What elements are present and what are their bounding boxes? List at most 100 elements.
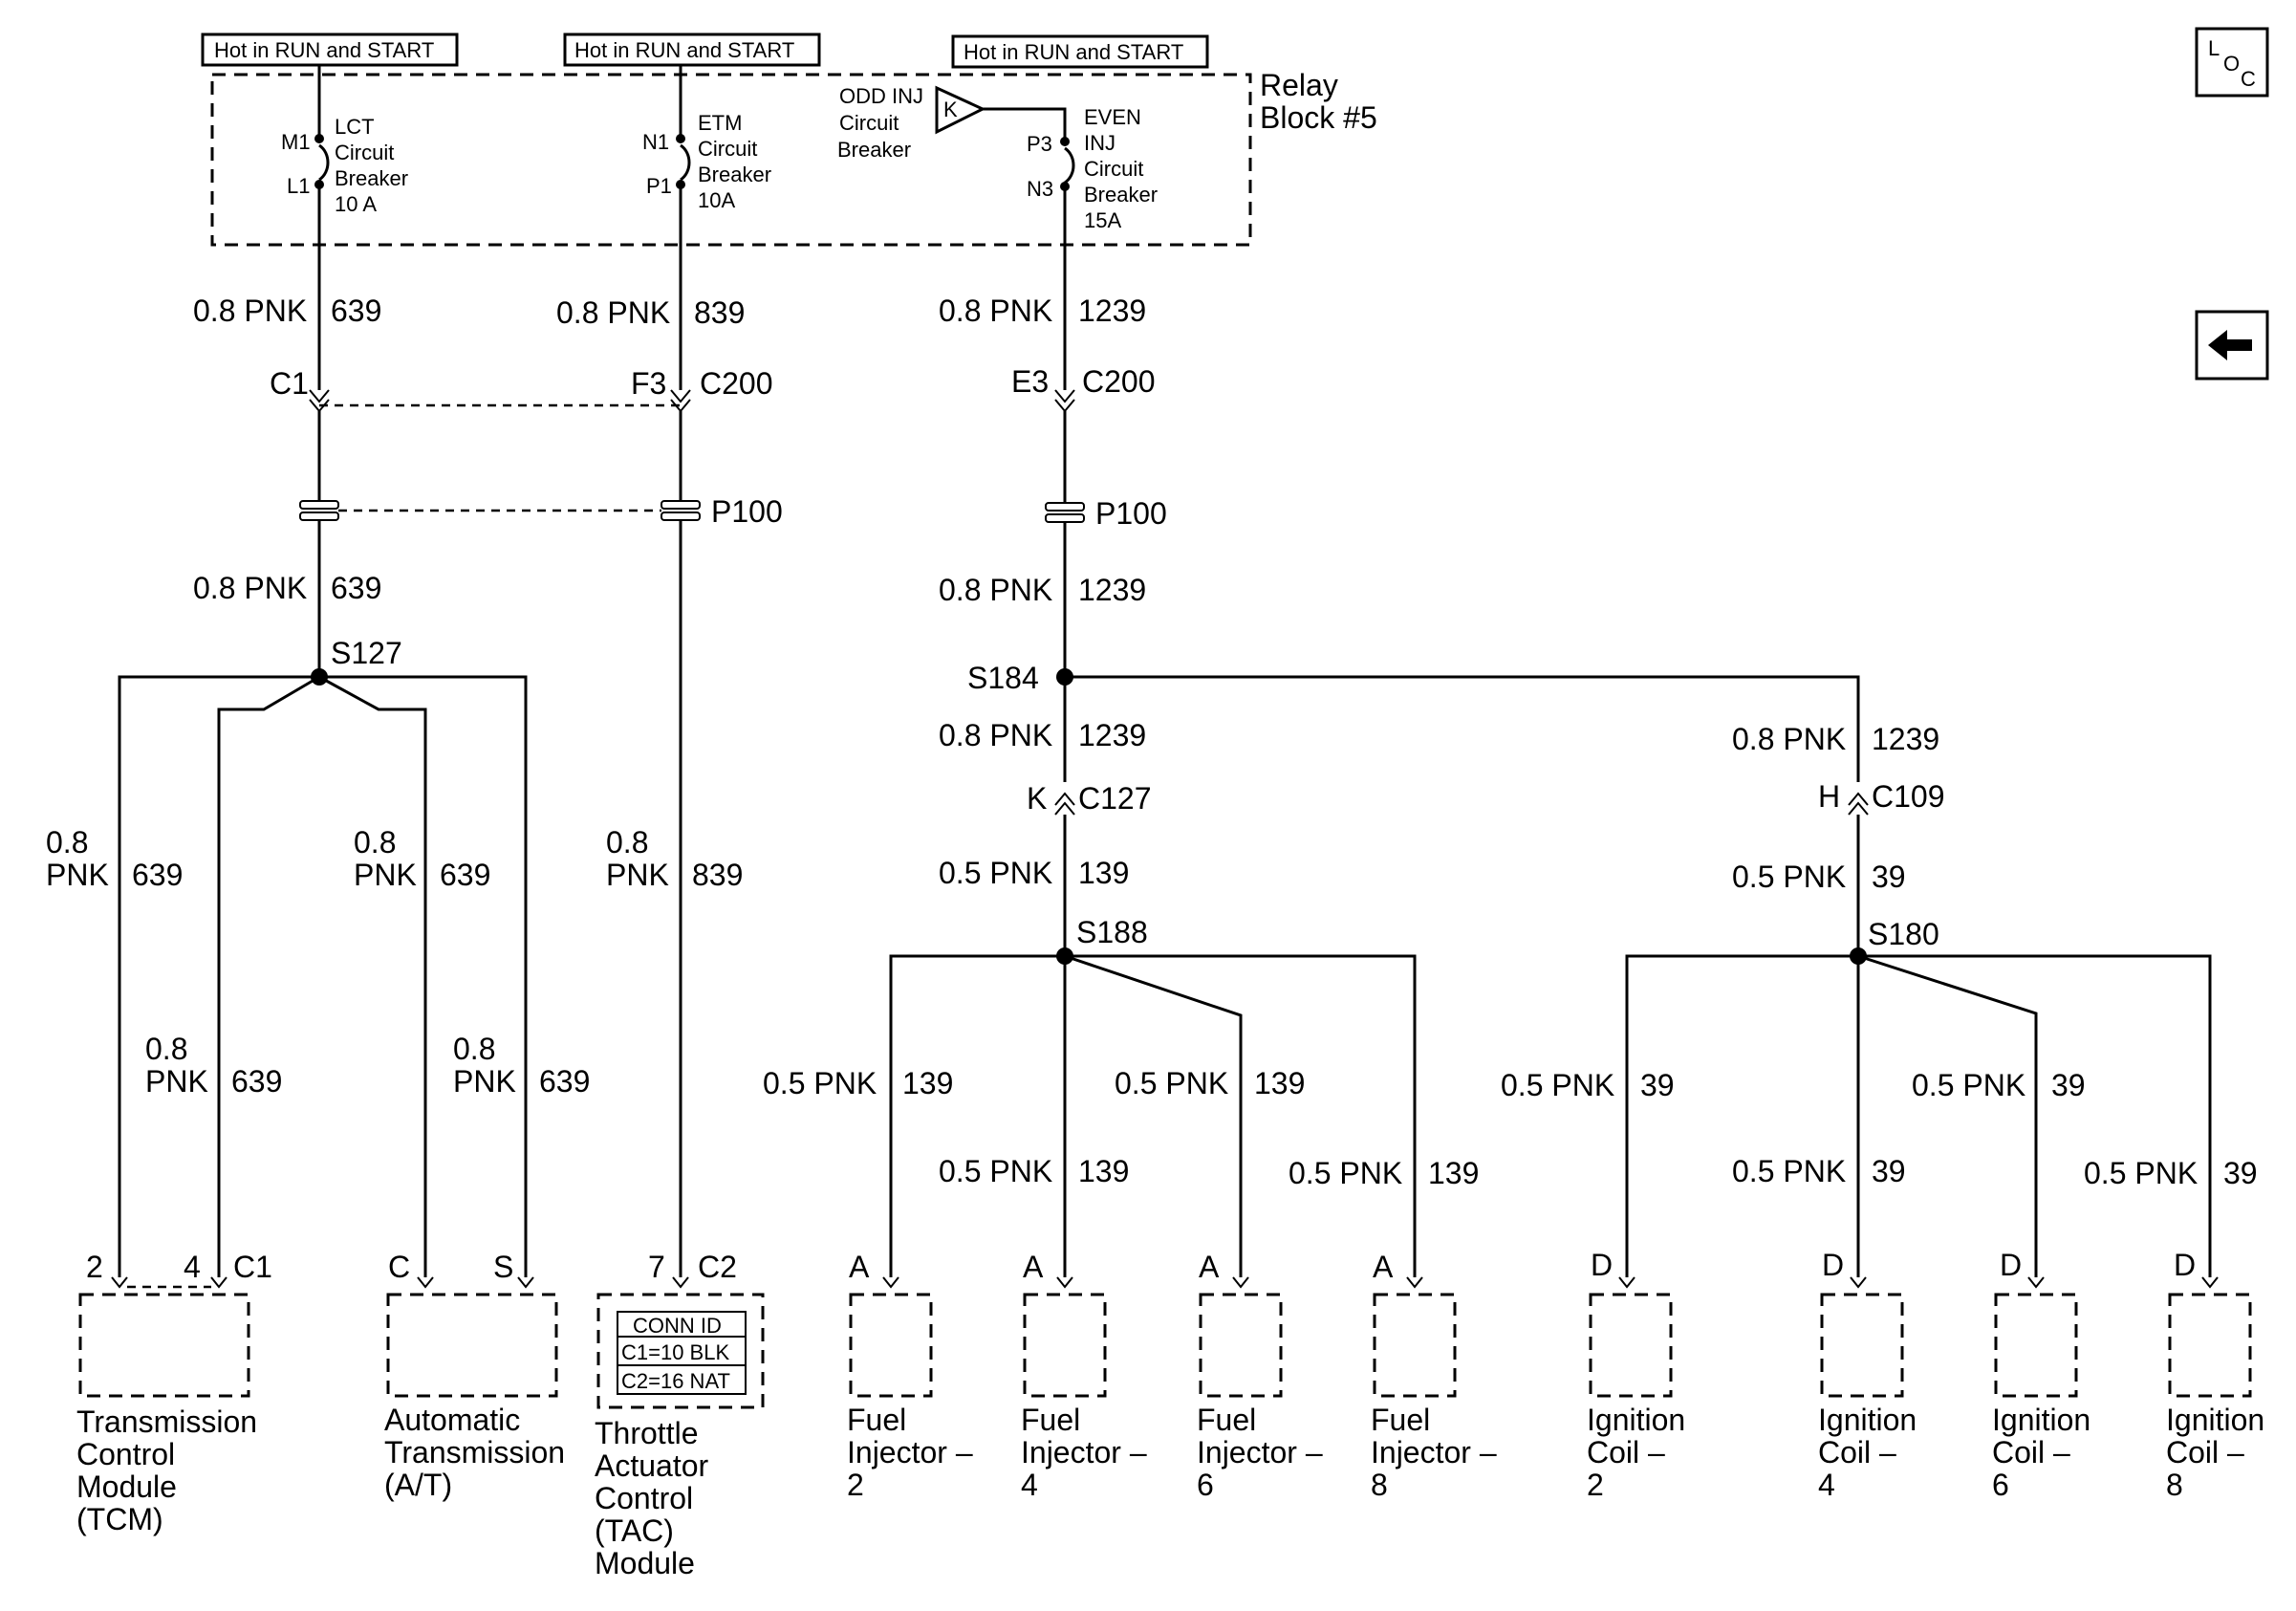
wire-circuit: 1239 <box>1872 722 1939 756</box>
tcm-name-1: Transmission <box>76 1404 257 1439</box>
wire-circuit: 39 <box>1872 1154 1906 1188</box>
etm-circuit-breaker: N1 P1 ETM Circuit Breaker 10A <box>642 65 771 212</box>
coil-name-1: Ignition <box>2166 1403 2264 1437</box>
coil-pin: D <box>2000 1248 2022 1282</box>
coil-name-1: Ignition <box>1992 1403 2090 1437</box>
p100-label: P100 <box>1095 496 1167 531</box>
svg-text:L: L <box>2208 36 2220 60</box>
even-pin-out: N3 <box>1027 177 1053 201</box>
coil-name-2: Coil – <box>1587 1435 1665 1469</box>
odd-name-2: Circuit <box>839 111 899 135</box>
wire-label: 0.5 PNK <box>1732 1154 1846 1188</box>
wire-label: 0.8 PNK <box>193 571 307 605</box>
wire-circuit: 639 <box>231 1064 282 1099</box>
ignition-coil-4: D Ignition Coil – 4 <box>1818 1248 1917 1502</box>
tcm-component: 2 4 C1 Transmission Control Module (TCM) <box>76 1250 272 1536</box>
wire-circuit: 139 <box>1254 1066 1305 1100</box>
wire-circuit: 639 <box>331 294 381 328</box>
splice-s127-label: S127 <box>331 636 402 670</box>
wire-label: 0.5 PNK <box>1115 1066 1228 1100</box>
conn-id-table <box>617 1311 747 1395</box>
tcm-pin-2: 2 <box>86 1250 103 1284</box>
wire-label: 0.8 PNK <box>939 294 1052 328</box>
wire-circuit: 1239 <box>1078 573 1146 607</box>
connector-f3 <box>670 389 691 413</box>
odd-ref: K <box>943 98 958 121</box>
tcm-name-2: Control <box>76 1437 175 1471</box>
injector-name-1: Fuel <box>1021 1403 1080 1437</box>
wire-circuit: 1239 <box>1078 718 1146 752</box>
injector-pin: A <box>1023 1250 1044 1284</box>
wire-circuit: 139 <box>1078 856 1129 890</box>
connector-c109 <box>1848 792 1869 816</box>
tcm-connector-c1: C1 <box>233 1250 272 1284</box>
wire-circuit: 639 <box>539 1064 590 1099</box>
wire-label-split-2: PNK <box>453 1064 516 1099</box>
etm-name-4: 10A <box>698 188 735 212</box>
connector-c200-label: C200 <box>1082 364 1156 399</box>
hot-label-3: Hot in RUN and START <box>951 34 1209 69</box>
even-name-1: EVEN <box>1084 105 1141 129</box>
connector-c127-label: C127 <box>1078 781 1152 816</box>
svg-text:C: C <box>2241 67 2256 91</box>
even-name-2: INJ <box>1084 131 1116 155</box>
wire-label: 0.5 PNK <box>763 1066 877 1100</box>
automatic-transmission-component: C S Automatic Transmission (A/T) <box>384 1250 565 1502</box>
injector-name-1: Fuel <box>1197 1403 1256 1437</box>
pass-through-grommet <box>299 500 339 521</box>
wire-label: 0.5 PNK <box>1732 860 1846 894</box>
injector-name-3: 2 <box>847 1468 864 1502</box>
connector-f3-label: F3 <box>631 366 666 401</box>
ignition-coil-2: D Ignition Coil – 2 <box>1587 1248 1685 1502</box>
injector-pin: A <box>1199 1250 1220 1284</box>
hot-label-1: Hot in RUN and START <box>201 33 459 67</box>
tcm-pin-4: 4 <box>184 1250 201 1284</box>
wire-label: 0.8 PNK <box>939 718 1052 752</box>
injector-name-3: 4 <box>1021 1468 1038 1502</box>
wire-label-split-1: 0.8 <box>46 825 88 860</box>
connector-e3 <box>1054 389 1075 413</box>
wire-circuit: 639 <box>132 858 183 892</box>
splice-s188-label: S188 <box>1076 915 1148 949</box>
coil-name-3: 6 <box>1992 1468 2009 1502</box>
at-name-3: (A/T) <box>384 1468 452 1502</box>
wire-circuit: 139 <box>1078 1154 1129 1188</box>
location-icon[interactable]: L O C <box>2195 27 2269 98</box>
wire-label: 0.5 PNK <box>1289 1156 1402 1190</box>
relay-block-label-1: Relay <box>1260 68 1338 102</box>
conn-id-c1: C1=10 BLK <box>621 1340 729 1364</box>
splice-s188-group: S188 0.5 PNK 139 0.5 PNK 139 0.5 PNK 139… <box>763 915 1479 1277</box>
splice-s180-group: S180 0.5 PNK 39 0.5 PNK 39 0.5 PNK 39 0.… <box>1501 917 2258 1277</box>
hot-label-text: Hot in RUN and START <box>964 40 1183 64</box>
wire-circuit: 39 <box>1872 860 1906 894</box>
hot-label-text: Hot in RUN and START <box>574 38 794 62</box>
coil-pin: D <box>2174 1248 2196 1282</box>
tac-module-component: 7 C2 CONN ID C1=10 BLK C2=16 NAT Throttl… <box>595 1250 765 1580</box>
connector-c1-label: C1 <box>270 366 309 401</box>
back-arrow-icon[interactable] <box>2195 310 2269 381</box>
p100-label: P100 <box>711 494 783 529</box>
at-pin-c: C <box>388 1250 410 1284</box>
even-inj-circuit-breaker: P3 N3 EVEN INJ Circuit Breaker 15A <box>983 105 1158 232</box>
lct-pin-out: L1 <box>287 174 310 198</box>
etm-name-3: Breaker <box>698 163 771 186</box>
relay-block-label-2: Block #5 <box>1260 100 1377 135</box>
wire-label-split-1: 0.8 <box>453 1032 495 1066</box>
pass-through-grommet <box>661 500 701 521</box>
connector-c200-label: C200 <box>700 366 773 401</box>
ignition-coil-6: D Ignition Coil – 6 <box>1992 1248 2090 1502</box>
at-name-1: Automatic <box>384 1403 520 1437</box>
hot-label-2: Hot in RUN and START <box>563 33 821 67</box>
coil-pin: D <box>1591 1248 1613 1282</box>
odd-name-1: ODD INJ <box>839 84 923 108</box>
reference-triangle-icon <box>935 85 986 135</box>
wire-label-split-1: 0.8 <box>606 825 648 860</box>
injector-name-3: 6 <box>1197 1468 1214 1502</box>
relay-block-boundary <box>210 73 1252 247</box>
tac-name-5: Module <box>595 1546 695 1580</box>
circuit-1239: 0.8 PNK 1239 E3 C200 P100 0.8 PNK 1239 S… <box>939 186 1945 956</box>
wire-label: 0.5 PNK <box>1501 1068 1614 1102</box>
hot-label-text: Hot in RUN and START <box>214 38 434 62</box>
